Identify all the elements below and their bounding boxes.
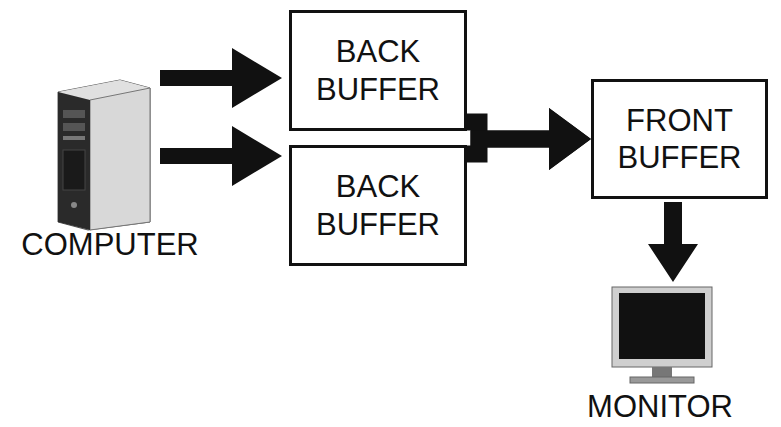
device-label: MONITOR <box>587 390 733 424</box>
buffer-box: BACK BUFFER <box>289 145 467 266</box>
buffer-label: FRONT BUFFER <box>594 98 765 180</box>
device-label: COMPUTER <box>21 228 198 262</box>
monitor-illustration <box>612 287 712 383</box>
buffer-label: BACK BUFFER <box>292 164 464 246</box>
buffer-box: BACK BUFFER <box>289 10 467 131</box>
output-arrow <box>648 202 698 282</box>
input-arrow <box>160 48 282 186</box>
buffer-box: FRONT BUFFER <box>591 79 768 199</box>
buffer-label: BACK BUFFER <box>292 29 464 111</box>
swap-arrow <box>467 139 561 154</box>
computer-illustration <box>58 80 150 230</box>
